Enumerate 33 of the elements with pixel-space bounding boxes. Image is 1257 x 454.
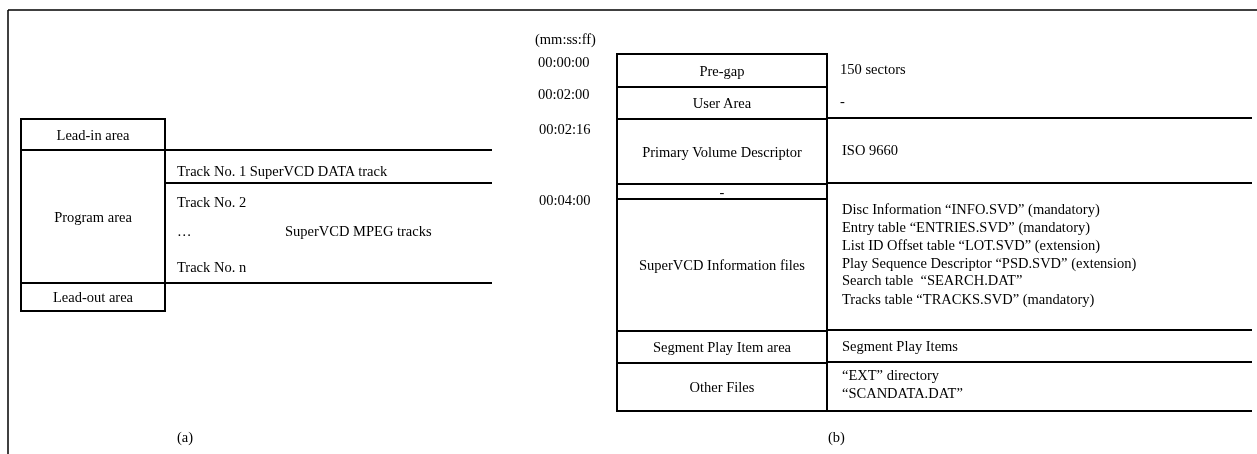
memory-area-box: Lead-in area <box>20 118 166 151</box>
table-text: 00:02:00 <box>538 85 590 103</box>
memory-area-box: Primary Volume Descriptor <box>616 118 828 185</box>
table-text: Entry table “ENTRIES.SVD” (mandatory) <box>842 218 1091 236</box>
memory-area-box: SuperVCD Information files <box>616 198 828 332</box>
table-text: 00:04:00 <box>539 191 591 209</box>
table-text: 00:02:16 <box>539 120 591 138</box>
table-text: … <box>177 222 192 240</box>
table-text: Track No. 2 <box>177 193 247 211</box>
table-text: Tracks table “TRACKS.SVD” (mandatory) <box>842 290 1095 308</box>
table-text: 150 sectors <box>840 60 906 78</box>
table-text: Disc Information “INFO.SVD” (mandatory) <box>842 200 1100 218</box>
table-text: Search table “SEARCH.DAT” <box>842 271 1023 289</box>
table-text: - <box>840 92 845 110</box>
table-text: Track No. n <box>177 258 247 276</box>
memory-area-box: Lead-out area <box>20 282 166 312</box>
table-text: Track No. 1 SuperVCD DATA track <box>177 162 388 180</box>
table-text: (b) <box>828 428 845 446</box>
table-text: Play Sequence Descriptor “PSD.SVD” (extension) <box>842 254 1137 272</box>
memory-area-box: Segment Play Item area <box>616 330 828 364</box>
table-text: 00:00:00 <box>538 53 590 71</box>
table-text: Segment Play Items <box>842 337 958 355</box>
table-text: (mm:ss:ff) <box>535 30 596 48</box>
table-text: SuperVCD MPEG tracks <box>285 222 432 240</box>
table-text: (a) <box>177 428 194 446</box>
memory-area-box: User Area <box>616 86 828 120</box>
memory-area-box: Pre-gap <box>616 53 828 88</box>
table-text: “SCANDATA.DAT” <box>842 384 963 402</box>
table-text: ISO 9660 <box>842 141 898 159</box>
memory-area-box: Other Files <box>616 362 828 412</box>
table-text: “EXT” directory <box>842 366 940 384</box>
table-text: List ID Offset table “LOT.SVD” (extension) <box>842 236 1100 254</box>
memory-area-box: Program area <box>20 149 166 284</box>
